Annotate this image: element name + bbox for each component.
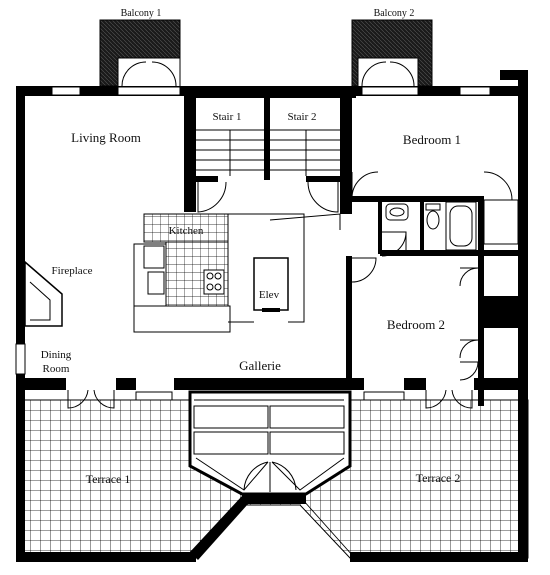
bedroom2-closet-door-top [459,267,479,287]
window-living-top [51,86,81,96]
exterior-walls [16,70,528,562]
terrace2-door-right [451,389,473,409]
elevator [253,257,289,312]
south-walls [16,378,528,390]
window-balcony1 [117,86,181,96]
bedroom1-closet-door [483,171,513,201]
window-balcony2 [361,86,419,96]
terrace1-door-right [93,389,115,409]
window-dining [15,343,26,375]
fireplace-unit [24,260,63,327]
stair2-door [307,181,339,213]
label-stair-1: Stair 1 [212,111,241,123]
label-balcony-1: Balcony 1 [121,8,162,19]
label-kitchen: Kitchen [169,225,204,237]
label-elev: Elev [259,289,280,301]
label-living-room: Living Room [71,130,141,145]
balcony-1-area [99,19,181,89]
bedroom2-door [351,257,377,283]
label-stair-2: Stair 2 [287,111,316,123]
stair1-door [197,181,227,213]
bedroom1-door [351,171,379,199]
label-bedroom-1: Bedroom 1 [403,132,461,147]
stair-1 [196,129,264,176]
label-bedroom-2: Bedroom 2 [387,317,445,332]
terrace2-door-left [425,389,447,409]
window-gallerie-left [135,391,173,401]
label-fireplace: Fireplace [52,265,93,277]
window-bedroom1-top [459,86,491,96]
label-balcony-2: Balcony 2 [374,8,415,19]
label-dining-line1: Dining [41,349,72,361]
terrace1-door-left [67,389,89,409]
bedroom1-closet [483,199,519,245]
label-gallerie: Gallerie [239,358,281,373]
balcony-2-area [351,19,433,89]
bedroom2-closet-door-mid [459,339,479,359]
bay-window [188,390,352,496]
label-dining-line2: Room [43,363,70,375]
window-gallerie-right [363,391,405,401]
interior-walls [184,96,518,406]
label-terrace-2: Terrace 2 [416,471,461,485]
bathroom [381,201,477,257]
bedroom2-closet-door-low [459,361,479,381]
stair-2 [270,129,340,176]
kitchen-area [133,213,341,333]
label-terrace-1: Terrace 1 [86,472,131,486]
